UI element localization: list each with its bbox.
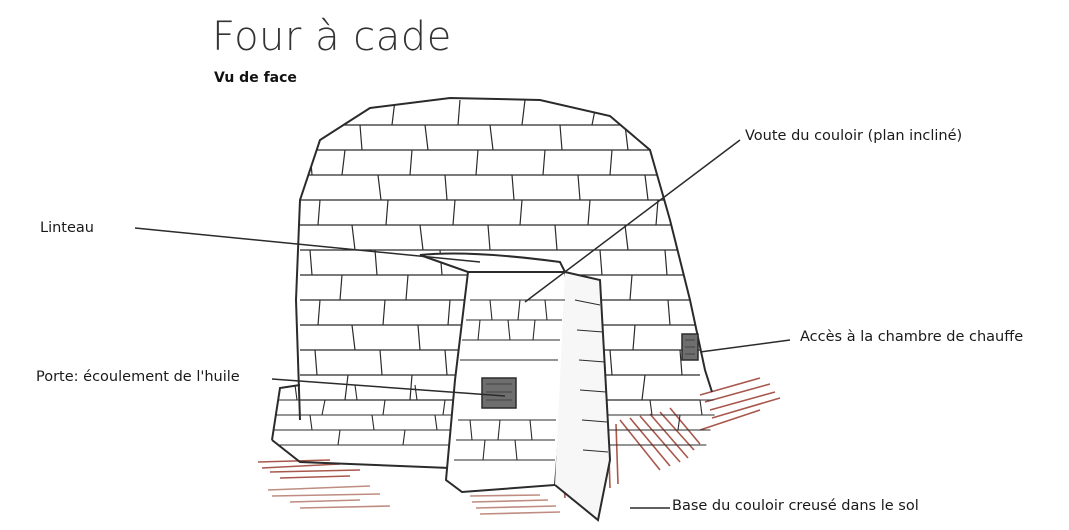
label-linteau: Linteau xyxy=(40,220,94,236)
leader-voute xyxy=(525,140,740,302)
leader-linteau xyxy=(135,228,480,262)
leader-acces xyxy=(700,340,790,352)
label-voute: Voute du couloir (plan incliné) xyxy=(745,128,962,144)
door-opening xyxy=(482,378,516,408)
label-acces: Accès à la chambre de chauffe xyxy=(800,329,1023,345)
label-porte: Porte: écoulement de l'huile xyxy=(36,369,240,385)
corridor xyxy=(446,272,610,520)
label-base: Base du couloir creusé dans le sol xyxy=(672,498,919,514)
